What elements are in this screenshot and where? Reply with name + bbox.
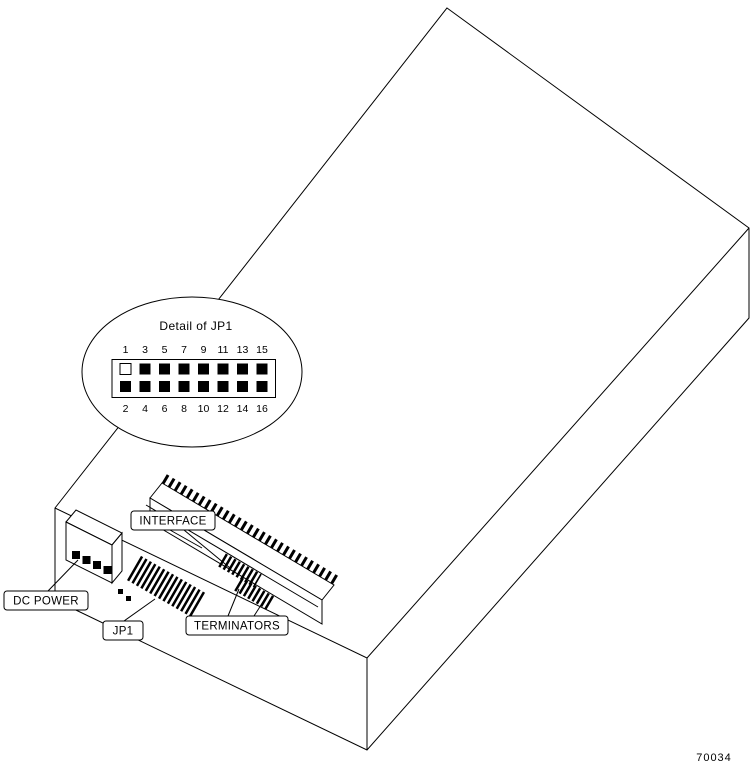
- interface-connector-top-face: [149, 482, 335, 601]
- pin-label-bottom-14: 14: [237, 403, 249, 415]
- pin-square: [159, 381, 170, 392]
- pin-label-top-15: 15: [256, 344, 268, 356]
- jp1-label-box: [102, 620, 144, 641]
- terminators-label: TERMINATORS: [194, 621, 280, 633]
- pin-label-bottom-12: 12: [217, 403, 229, 415]
- callout-labels: INTERFACE DC POWER JP1 TERMINATORS: [3, 510, 289, 641]
- detail-title: Detail of JP1: [159, 319, 232, 333]
- pin-square-1-open: [119, 363, 132, 375]
- pin-square: [198, 381, 209, 392]
- dc-power-leader-line: [47, 559, 79, 592]
- pin-square: [237, 381, 248, 392]
- jp1-pin-comb: [127, 555, 207, 619]
- interface-leader-line: [183, 529, 231, 569]
- terminators-leader-line: [227, 588, 240, 617]
- leader-lines: [47, 529, 264, 622]
- terminators-leader-line: [253, 601, 264, 617]
- pin-square: [120, 381, 131, 392]
- jp1-label: JP1: [113, 626, 134, 638]
- interface-label-box: [130, 510, 216, 531]
- terminator-block-2: [234, 577, 276, 611]
- dc-power-pin: [72, 551, 80, 559]
- pin-square: [139, 363, 151, 375]
- pin-label-top-11: 11: [218, 344, 229, 356]
- board-mark: [118, 589, 123, 594]
- pin-label-bottom-4: 4: [142, 403, 148, 415]
- pin-square: [217, 363, 229, 375]
- pin-label-bottom-8: 8: [181, 403, 187, 415]
- dc-power-connector: [65, 509, 131, 601]
- pin-label-top-13: 13: [237, 344, 249, 356]
- pin-square: [256, 363, 268, 375]
- interface-leader-line: [169, 529, 203, 549]
- pin-square: [178, 381, 190, 392]
- drive-enclosure: [54, 7, 750, 751]
- dc-power-label-box: [3, 590, 89, 611]
- board-mark: [126, 596, 131, 601]
- pin-label-bottom-6: 6: [162, 403, 168, 415]
- dc-power-side-face: [111, 531, 123, 585]
- pin-label-top-7: 7: [181, 344, 187, 356]
- terminators-label-box: [185, 615, 289, 636]
- pin-square: [159, 363, 170, 375]
- detail-balloon: Detail of JP1 1 3 5 7 9 11 13 15: [81, 296, 303, 448]
- dc-power-label: DC POWER: [13, 596, 79, 608]
- pin-square: [256, 381, 268, 392]
- jp1-jumper-block: [127, 555, 207, 619]
- terminator-block-1: [218, 553, 262, 588]
- pin-label-bottom-16: 16: [256, 403, 268, 415]
- pin-square: [217, 381, 229, 392]
- dc-power-pin: [82, 556, 91, 564]
- jp1-leader-line: [123, 598, 156, 622]
- pin-label-top-3: 3: [142, 344, 148, 356]
- pin-grid-border: [111, 359, 276, 398]
- jp1-pin-grid: [111, 359, 276, 398]
- pin-label-top-5: 5: [162, 344, 168, 356]
- pin-label-top-9: 9: [201, 344, 207, 356]
- drive-enclosure-edges: [54, 227, 750, 750]
- pin-square: [139, 381, 151, 392]
- dc-power-pin: [103, 566, 112, 574]
- dc-power-pin: [93, 561, 101, 569]
- interface-pin-comb: [161, 474, 339, 586]
- figure-number: 70034: [696, 752, 732, 764]
- pin-label-top-1: 1: [123, 344, 129, 356]
- interface-label: INTERFACE: [139, 516, 206, 528]
- pin-square: [198, 363, 209, 375]
- terminator-blocks: [218, 553, 276, 611]
- pin-label-bottom-2: 2: [123, 403, 129, 415]
- pin-square: [178, 363, 190, 375]
- pin-label-bottom-10: 10: [198, 403, 210, 415]
- pin-square: [237, 363, 248, 375]
